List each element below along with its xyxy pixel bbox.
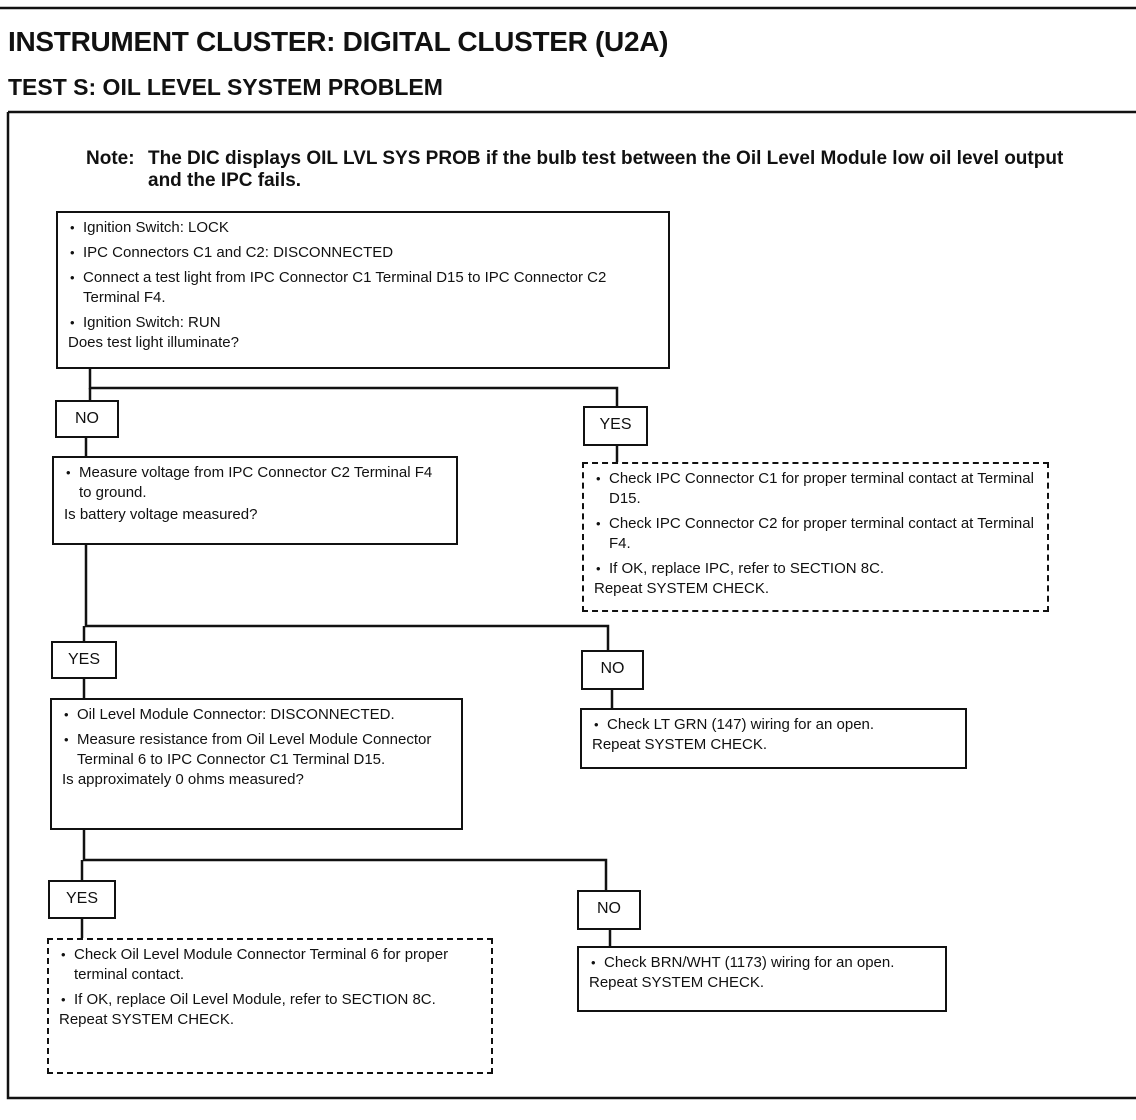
result-check-ipc-connectors: Check IPC Connector C1 for proper termin… [582,462,1049,612]
step-item: Check IPC Connector C2 for proper termin… [594,514,1037,554]
branch-no-tag: NO [581,650,644,690]
step-item: Ignition Switch: LOCK [68,218,658,238]
step-measure-voltage: Measure voltage from IPC Connector C2 Te… [52,456,458,545]
step-item: If OK, replace Oil Level Module, refer t… [59,990,481,1010]
step-item: Check BRN/WHT (1173) wiring for an open. [589,953,935,973]
step-item: Check Oil Level Module Connector Termina… [59,945,481,985]
test-title: TEST S: OIL LEVEL SYSTEM PROBLEM [8,74,443,100]
step-question: Does test light illuminate? [68,334,239,351]
note-text: The DIC displays OIL LVL SYS PROB if the… [148,148,1064,191]
step-item: Connect a test light from IPC Connector … [68,268,658,308]
step-ignition-test-light: Ignition Switch: LOCK IPC Connectors C1 … [56,211,670,369]
result-footer: Repeat SYSTEM CHECK. [589,974,765,991]
result-check-brn-wht-wiring: Check BRN/WHT (1173) wiring for an open.… [577,946,947,1012]
branch-yes-tag: YES [583,406,648,446]
result-check-lt-grn-wiring: Check LT GRN (147) wiring for an open. R… [580,708,967,769]
page-title: INSTRUMENT CLUSTER: DIGITAL CLUSTER (U2A… [8,26,669,57]
step-item: Check LT GRN (147) wiring for an open. [592,715,955,735]
step-item: Ignition Switch: RUN [68,313,658,333]
branch-yes-tag: YES [51,641,117,679]
step-item: Measure resistance from Oil Level Module… [62,730,451,770]
step-measure-resistance: Oil Level Module Connector: DISCONNECTED… [50,698,463,830]
branch-yes-tag: YES [48,880,116,919]
branch-no-tag: NO [577,890,641,930]
step-item: IPC Connectors C1 and C2: DISCONNECTED [68,243,658,263]
step-item: Oil Level Module Connector: DISCONNECTED… [62,705,451,725]
branch-no-tag: NO [55,400,119,438]
result-footer: Repeat SYSTEM CHECK. [594,580,770,597]
note: Note: The DIC displays OIL LVL SYS PROB i… [86,148,1106,192]
step-question: Is approximately 0 ohms measured? [62,771,304,788]
step-item: If OK, replace IPC, refer to SECTION 8C. [594,559,1037,579]
result-check-oil-level-module: Check Oil Level Module Connector Termina… [47,938,493,1074]
step-item: Measure voltage from IPC Connector C2 Te… [64,463,446,503]
result-footer: Repeat SYSTEM CHECK. [59,1011,235,1028]
result-footer: Repeat SYSTEM CHECK. [592,736,768,753]
note-label: Note: [86,148,135,169]
step-item: Check IPC Connector C1 for proper termin… [594,469,1037,509]
step-question: Is battery voltage measured? [64,506,258,523]
